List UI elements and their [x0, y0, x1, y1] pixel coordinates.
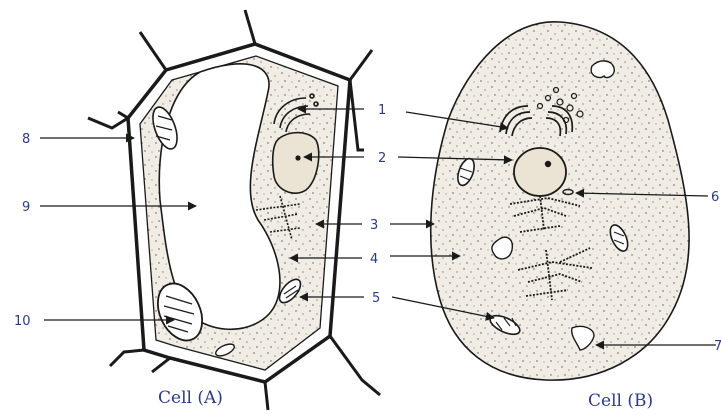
cell-a — [88, 10, 380, 410]
label-3: 3 — [370, 218, 378, 233]
label-10: 10 — [14, 314, 31, 329]
label-1: 1 — [378, 103, 386, 118]
label-4: 4 — [370, 252, 378, 267]
nucleus-a — [273, 133, 319, 194]
caption-cell-a: Cell (A) — [158, 388, 223, 408]
caption-cell-b: Cell (B) — [588, 391, 653, 411]
nucleus-b — [514, 148, 566, 196]
label-9: 9 — [22, 200, 30, 215]
vacuole-b-top — [591, 61, 614, 78]
cell-b — [431, 22, 689, 380]
label-6: 6 — [711, 190, 719, 205]
label-8: 8 — [22, 132, 30, 147]
label-2: 2 — [378, 151, 386, 166]
label-5: 5 — [372, 291, 380, 306]
label-7: 7 — [714, 339, 721, 354]
